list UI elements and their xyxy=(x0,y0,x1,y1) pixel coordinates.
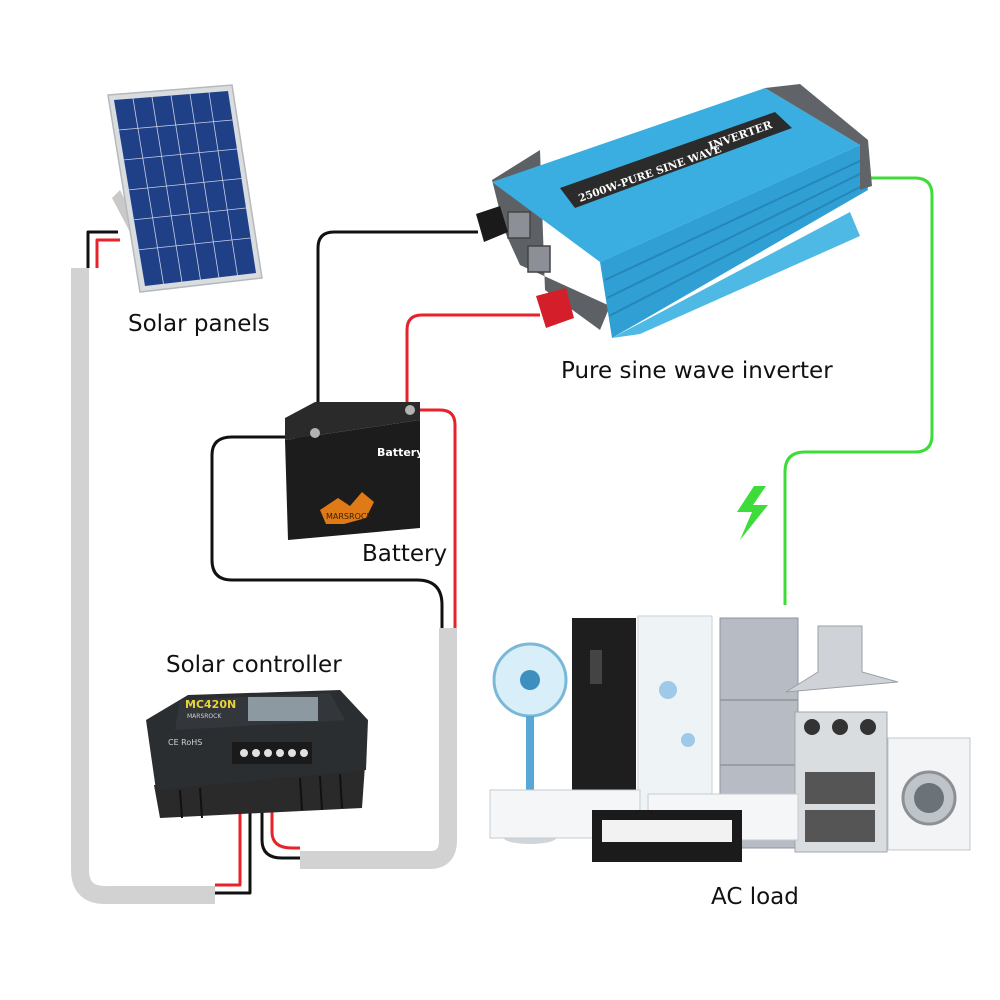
inverter-front xyxy=(600,145,868,338)
solar-controller: MC420N MARSROCK CE RoHS xyxy=(146,690,368,819)
battery-negative-post xyxy=(310,428,320,438)
inverter-base xyxy=(612,212,860,338)
battery-face-text: Battery xyxy=(377,446,423,459)
ac-output-wire xyxy=(783,176,934,605)
inverter-fan-1 xyxy=(507,211,531,239)
controller-lcd xyxy=(248,697,318,721)
range-hood xyxy=(785,625,899,693)
tower-ac-black-display xyxy=(590,650,602,684)
inverter-label: Pure sine wave inverter xyxy=(561,358,833,384)
ctrl-pos-to-conduit xyxy=(270,790,300,850)
inverter: 2500W-PURE SINE WAVE INVERTER xyxy=(476,84,872,338)
ac-load-label: AC load xyxy=(711,884,799,910)
controller-terminal-screws xyxy=(240,749,308,757)
panel-pos-to-controller xyxy=(215,790,242,887)
inverter-label-band xyxy=(560,112,792,208)
inverter-negative-terminal xyxy=(476,206,508,242)
tower-ac-white xyxy=(637,615,713,817)
solar-controller-label: Solar controller xyxy=(166,652,342,678)
controller-model-text: MC420N xyxy=(185,698,236,711)
left-conduit xyxy=(71,268,215,904)
right-conduit xyxy=(300,628,457,869)
tower-ac-flower xyxy=(659,681,677,699)
panel-negative-wire xyxy=(86,230,118,268)
controller-cert-text: CE RoHS xyxy=(168,738,202,747)
lightning-bolt-icon xyxy=(737,486,768,540)
battery-pos-lead xyxy=(410,408,457,628)
panel-positive-wire xyxy=(95,238,120,268)
controller-heatsink xyxy=(154,765,365,818)
controller-fins xyxy=(179,773,343,819)
panel-neg-to-controller xyxy=(215,790,252,895)
tower-ac-black xyxy=(572,618,636,818)
battery-body xyxy=(285,420,420,540)
inverter-ribs xyxy=(604,159,867,317)
conduits xyxy=(71,268,457,904)
battery-brand-text: MARSROCK xyxy=(326,512,372,521)
battery-flame-label xyxy=(320,492,374,524)
inverter-fan-2 xyxy=(527,245,551,273)
ctrl-neg-to-conduit xyxy=(260,790,300,860)
panel-cells xyxy=(114,91,256,286)
fan-appliance xyxy=(492,642,568,844)
battery-to-inverter-neg xyxy=(316,230,478,425)
battery-neg-loop xyxy=(210,435,444,628)
inverter-positive-terminal xyxy=(536,288,574,328)
solar-panel xyxy=(107,84,263,293)
controller-brand-text: MARSROCK xyxy=(187,713,222,720)
ac-load-appliances xyxy=(489,615,971,862)
battery-positive-post xyxy=(405,405,415,415)
wires xyxy=(86,230,540,895)
solar-panels-label: Solar panels xyxy=(128,311,270,337)
battery-to-inverter-pos xyxy=(405,313,540,408)
panel-grid xyxy=(118,92,251,285)
battery: Battery MARSROCK xyxy=(285,402,423,540)
inverter-right-cap xyxy=(765,84,872,190)
battery-label: Battery xyxy=(362,541,448,567)
